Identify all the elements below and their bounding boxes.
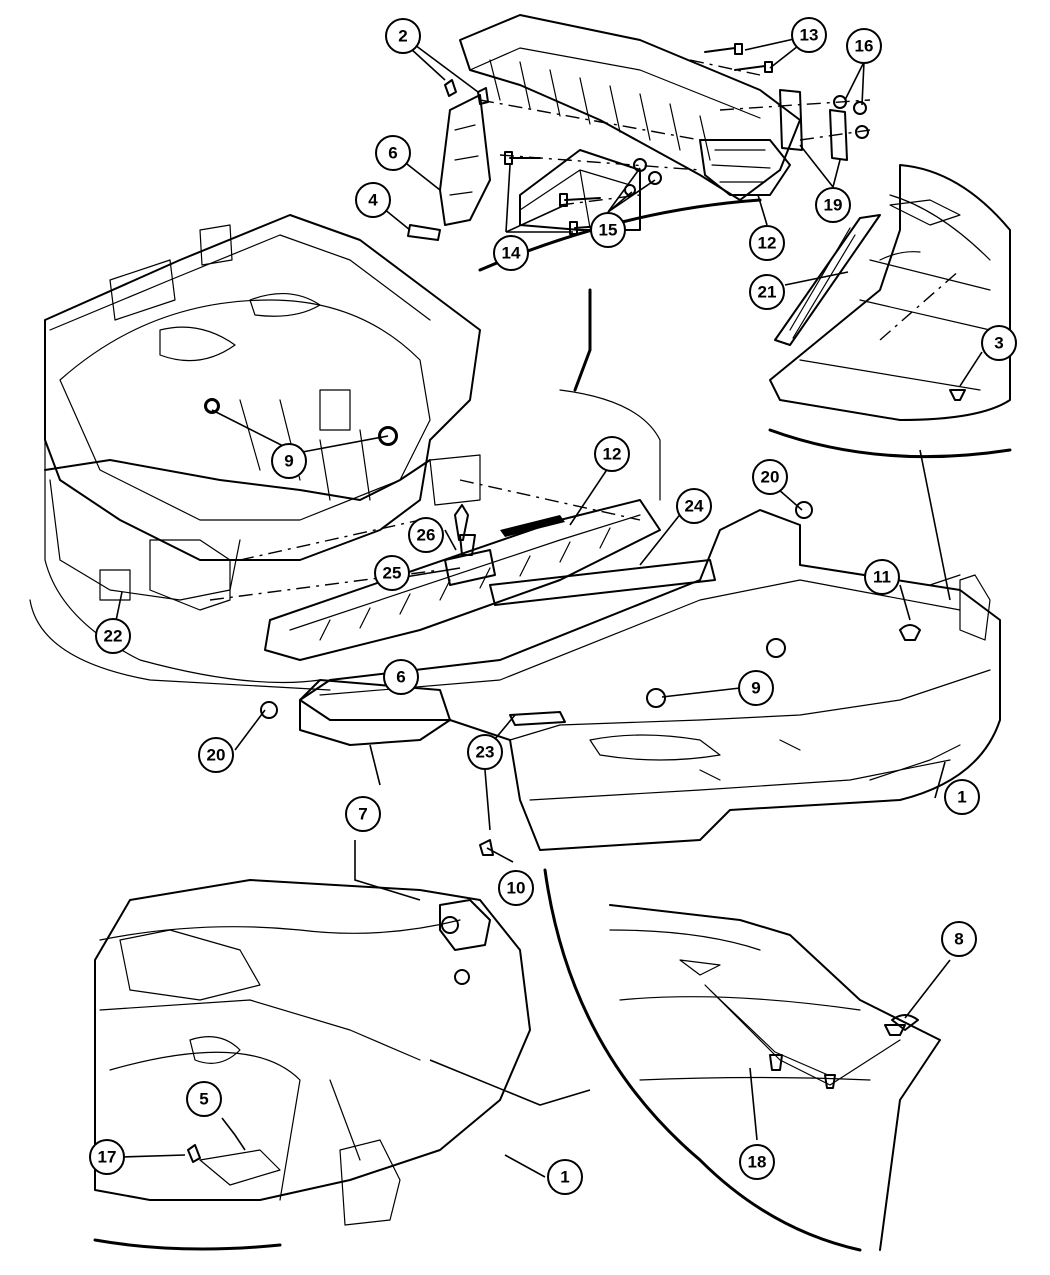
svg-text:16: 16 — [855, 37, 874, 56]
nut-20a — [795, 501, 813, 519]
callout-22: 22 — [95, 618, 131, 654]
bolt-13a — [704, 43, 743, 55]
callout-24: 24 — [676, 488, 712, 524]
bolt-14b — [559, 193, 601, 207]
svg-text:4: 4 — [368, 191, 378, 210]
callouts: 1 1 2 3 4 5 6 6 7 8 9 9 10 11 12 12 13 1… — [89, 17, 1017, 1195]
callout-7: 7 — [345, 796, 381, 832]
callout-1: 1 — [547, 1159, 583, 1195]
callout-14: 14 — [493, 235, 529, 271]
svg-text:24: 24 — [685, 497, 704, 516]
svg-text:8: 8 — [954, 930, 963, 949]
hardware-pieces — [187, 398, 921, 1163]
clip-17 — [187, 1144, 201, 1163]
fascia-detail-drawing — [768, 164, 1012, 459]
callout-18: 18 — [739, 1144, 775, 1180]
callout-21: 21 — [749, 274, 785, 310]
svg-text:26: 26 — [417, 526, 436, 545]
svg-text:9: 9 — [751, 679, 760, 698]
plug-9d — [646, 688, 666, 708]
lower-fascia-detail-drawing — [543, 868, 941, 1252]
callout-20: 20 — [752, 459, 788, 495]
svg-text:3: 3 — [994, 334, 1003, 353]
svg-text:20: 20 — [207, 746, 226, 765]
svg-text:25: 25 — [383, 564, 402, 583]
installed-fascia-detail-drawing — [93, 879, 531, 1251]
callout-16: 16 — [846, 28, 882, 64]
svg-text:9: 9 — [284, 452, 293, 471]
section-separators — [29, 288, 951, 1106]
bolt-13b — [734, 61, 773, 73]
callout-11: 11 — [864, 559, 900, 595]
svg-text:23: 23 — [476, 743, 495, 762]
callout-17: 17 — [89, 1139, 125, 1175]
svg-text:22: 22 — [104, 627, 123, 646]
svg-text:2: 2 — [398, 27, 407, 46]
svg-text:6: 6 — [388, 144, 397, 163]
reinforcement-detail-drawing — [407, 14, 871, 272]
callout-12: 12 — [594, 436, 630, 472]
svg-text:18: 18 — [748, 1153, 767, 1172]
callout-6: 6 — [375, 135, 411, 171]
push-pin-11 — [899, 624, 921, 641]
svg-text:6: 6 — [396, 668, 405, 687]
svg-text:14: 14 — [502, 244, 521, 263]
svg-text:21: 21 — [758, 283, 777, 302]
plug-9c — [766, 638, 786, 658]
rear-fascia-drawing — [299, 509, 1001, 851]
svg-text:7: 7 — [358, 805, 367, 824]
callout-20: 20 — [198, 737, 234, 773]
callout-9: 9 — [271, 443, 307, 479]
callout-12: 12 — [749, 225, 785, 261]
svg-text:10: 10 — [507, 879, 526, 898]
callout-6: 6 — [383, 659, 419, 695]
clip-8 — [891, 1014, 919, 1031]
callout-2: 2 — [385, 18, 421, 54]
callout-9: 9 — [738, 670, 774, 706]
callout-13: 13 — [791, 17, 827, 53]
nut-20b — [260, 701, 278, 719]
svg-text:19: 19 — [824, 196, 843, 215]
svg-text:20: 20 — [761, 468, 780, 487]
vehicle-body-drawing — [44, 214, 481, 684]
clip-10 — [479, 839, 494, 856]
clip-9b — [378, 426, 398, 446]
svg-text:1: 1 — [957, 788, 966, 807]
bolt-14a — [504, 151, 541, 165]
svg-text:15: 15 — [599, 221, 618, 240]
bolt-26 — [454, 504, 469, 541]
callout-10: 10 — [498, 870, 534, 906]
svg-text:17: 17 — [98, 1148, 117, 1167]
callout-26: 26 — [408, 517, 444, 553]
svg-text:12: 12 — [603, 445, 622, 464]
callout-3: 3 — [981, 325, 1017, 361]
callout-23: 23 — [467, 734, 503, 770]
callout-19: 19 — [815, 187, 851, 223]
callout-1: 1 — [944, 779, 980, 815]
callout-4: 4 — [355, 182, 391, 218]
callout-25: 25 — [374, 555, 410, 591]
svg-text:13: 13 — [800, 26, 819, 45]
leader-lines — [112, 34, 983, 1178]
callout-8: 8 — [941, 921, 977, 957]
svg-text:1: 1 — [560, 1168, 569, 1187]
svg-text:11: 11 — [873, 568, 891, 587]
svg-text:12: 12 — [758, 234, 777, 253]
callout-5: 5 — [186, 1081, 222, 1117]
callout-15: 15 — [590, 212, 626, 248]
reinforcement-beam-drawing — [209, 479, 661, 661]
svg-text:5: 5 — [199, 1090, 208, 1109]
clip-9a — [204, 398, 220, 414]
